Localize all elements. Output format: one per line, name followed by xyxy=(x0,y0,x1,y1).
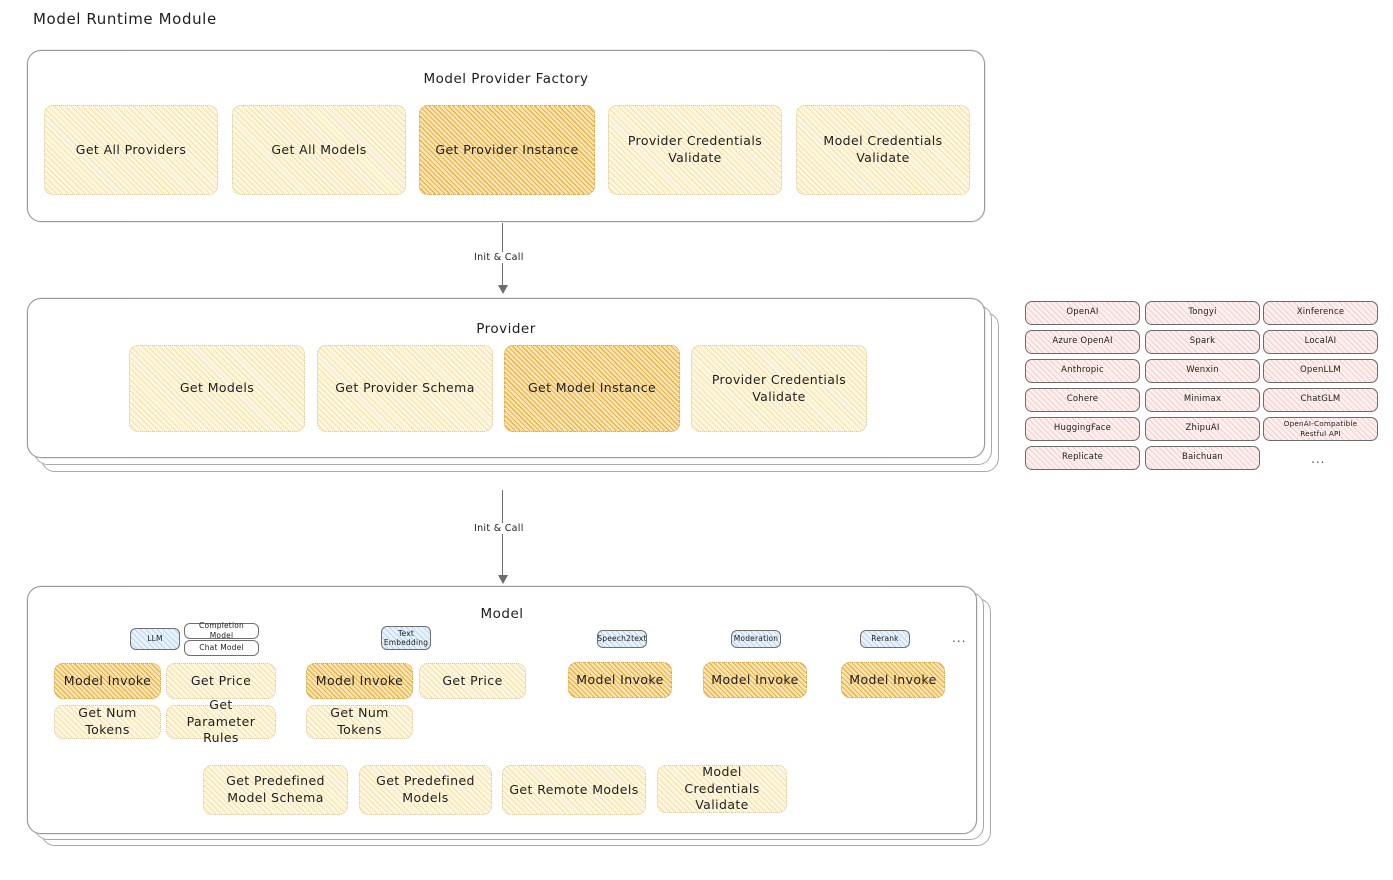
model-node-rerank-model-invoke[interactable]: Model Invoke xyxy=(841,662,945,698)
model-node-llm-get-num-tokens[interactable]: Get Num Tokens xyxy=(54,705,161,739)
provider-node-provider-credentials-validate[interactable]: Provider Credentials Validate xyxy=(691,345,867,432)
model-subtag-chat-model[interactable]: Chat Model xyxy=(184,640,259,656)
provider-node-get-provider-schema[interactable]: Get Provider Schema xyxy=(317,345,493,432)
arrow-head xyxy=(497,285,508,294)
model-node-moderation-model-invoke[interactable]: Model Invoke xyxy=(703,662,807,698)
factory-node-get-all-models[interactable]: Get All Models xyxy=(232,105,406,195)
model-groups-more-ellipsis: ... xyxy=(952,631,967,645)
factory-node-provider-credentials-validate[interactable]: Provider Credentials Validate xyxy=(608,105,782,195)
provider-title: Provider xyxy=(476,321,536,337)
factory-node-get-all-providers[interactable]: Get All Providers xyxy=(44,105,218,195)
provider-node-get-model-instance[interactable]: Get Model Instance xyxy=(504,345,680,432)
model-tag-text-embedding[interactable]: Text Embedding xyxy=(381,626,431,650)
provider-chip-openai[interactable]: OpenAI xyxy=(1025,301,1140,325)
model-node-get-predefined-models[interactable]: Get Predefined Models xyxy=(359,765,492,815)
model-node-llm-get-price[interactable]: Get Price xyxy=(166,663,276,699)
model-node-llm-model-invoke[interactable]: Model Invoke xyxy=(54,663,161,699)
provider-chip-baichuan[interactable]: Baichuan xyxy=(1145,446,1260,470)
provider-chip-zhipuai[interactable]: ZhipuAI xyxy=(1145,417,1260,441)
arrow-head xyxy=(497,575,508,584)
provider-chip-chatglm[interactable]: ChatGLM xyxy=(1263,388,1378,412)
model-node-embedding-model-invoke[interactable]: Model Invoke xyxy=(306,663,413,699)
model-subtag-completion-model[interactable]: Completion Model xyxy=(184,621,259,640)
model-node-get-predefined-model-schema[interactable]: Get Predefined Model Schema xyxy=(203,765,348,815)
provider-chip-xinference[interactable]: Xinference xyxy=(1263,301,1378,325)
model-node-embedding-get-price[interactable]: Get Price xyxy=(419,663,526,699)
provider-list-more-ellipsis: ... xyxy=(1311,452,1326,466)
provider-chip-wenxin[interactable]: Wenxin xyxy=(1145,359,1260,383)
provider-chip-minimax[interactable]: Minimax xyxy=(1145,388,1260,412)
factory-node-model-credentials-validate[interactable]: Model Credentials Validate xyxy=(796,105,970,195)
model-tag-moderation[interactable]: Moderation xyxy=(731,630,781,648)
arrow-label-init-call-2: Init & Call xyxy=(470,523,528,534)
provider-chip-spark[interactable]: Spark xyxy=(1145,330,1260,354)
provider-chip-anthropic[interactable]: Anthropic xyxy=(1025,359,1140,383)
model-node-llm-get-parameter-rules[interactable]: Get Parameter Rules xyxy=(166,697,276,745)
model-tag-llm[interactable]: LLM xyxy=(130,628,180,650)
provider-node-get-models[interactable]: Get Models xyxy=(129,345,305,432)
model-node-embedding-get-num-tokens[interactable]: Get Num Tokens xyxy=(306,705,413,739)
factory-title: Model Provider Factory xyxy=(423,71,589,87)
model-node-get-remote-models[interactable]: Get Remote Models xyxy=(502,765,646,815)
provider-chip-openai-compatible-restful-api[interactable]: OpenAI-Compatible Restful API xyxy=(1263,417,1378,441)
arrow-label-init-call-1: Init & Call xyxy=(470,252,528,263)
factory-node-get-provider-instance[interactable]: Get Provider Instance xyxy=(419,105,595,195)
model-node-model-credentials-validate[interactable]: Model Credentials Validate xyxy=(657,764,787,813)
page-title: Model Runtime Module xyxy=(33,10,217,28)
model-tag-rerank[interactable]: Rerank xyxy=(860,630,910,648)
provider-chip-replicate[interactable]: Replicate xyxy=(1025,446,1140,470)
provider-chip-huggingface[interactable]: HuggingFace xyxy=(1025,417,1140,441)
model-title: Model xyxy=(480,606,524,622)
model-tag-speech2text[interactable]: Speech2text xyxy=(597,630,647,648)
provider-chip-azure-openai[interactable]: Azure OpenAI xyxy=(1025,330,1140,354)
provider-chip-openllm[interactable]: OpenLLM xyxy=(1263,359,1378,383)
provider-chip-cohere[interactable]: Cohere xyxy=(1025,388,1140,412)
model-node-speech2text-model-invoke[interactable]: Model Invoke xyxy=(568,662,672,698)
provider-chip-tongyi[interactable]: Tongyi xyxy=(1145,301,1260,325)
provider-chip-localai[interactable]: LocalAI xyxy=(1263,330,1378,354)
